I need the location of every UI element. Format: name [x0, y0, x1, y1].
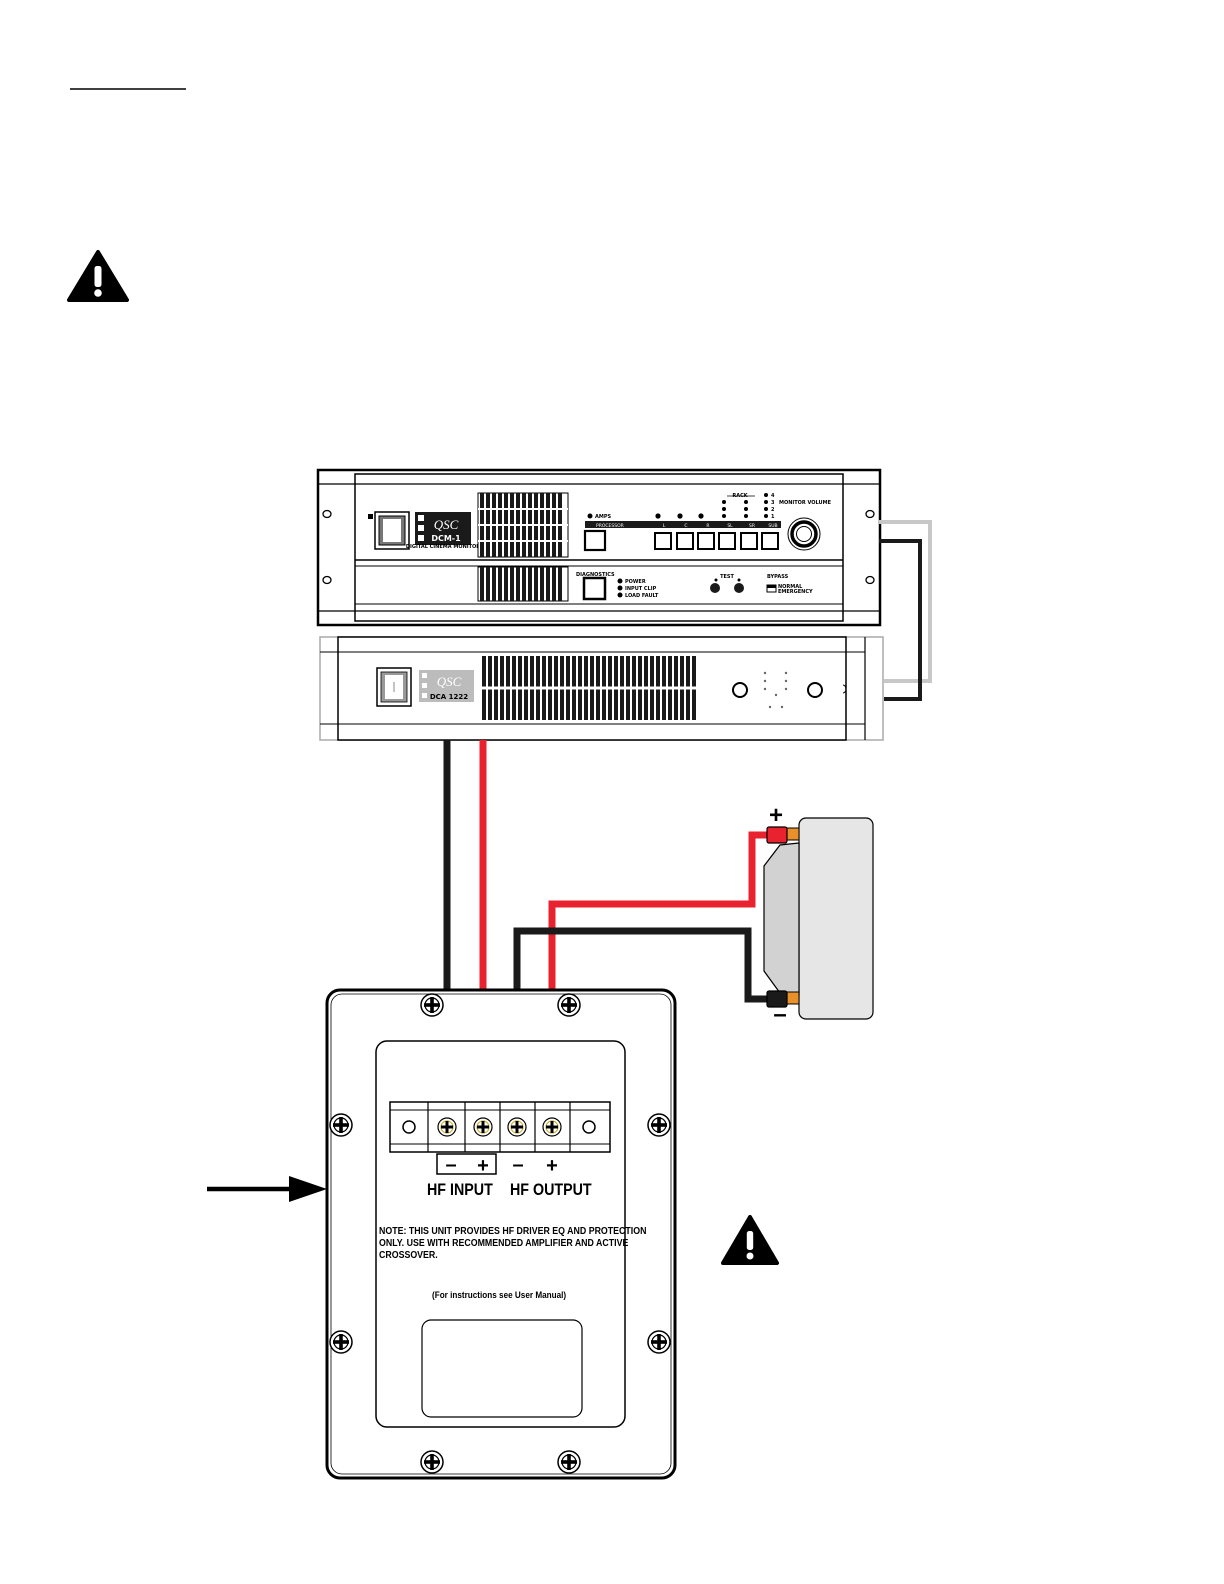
- diagnostics-button[interactable]: [582, 576, 607, 601]
- plate-screw: [329, 1330, 353, 1354]
- hf-input-polarity-box: [436, 1153, 497, 1175]
- amp-leds: [763, 671, 788, 709]
- driver-minus-sign: –: [773, 1001, 786, 1028]
- plate-screw: [420, 993, 444, 1017]
- amps-label: AMPS: [595, 514, 612, 520]
- terminal-input-negative: [437, 1117, 457, 1137]
- channel-sl-button[interactable]: [718, 532, 736, 550]
- dcm-logo: QSC: [434, 517, 459, 532]
- bypass-label: BYPASS: [767, 574, 789, 580]
- channel-sl-label: SL: [727, 523, 733, 529]
- arrow-right-icon: [207, 1176, 327, 1202]
- monitor-volume-knob[interactable]: [787, 517, 821, 551]
- plate-screw: [647, 1330, 671, 1354]
- hf-driver: [763, 817, 874, 1020]
- hf-output-label: HF OUTPUT: [510, 1181, 592, 1199]
- rack-level-1: 1: [771, 514, 775, 520]
- warning-icon: [67, 250, 129, 302]
- channel-r-label: R: [706, 523, 709, 529]
- warning-icon: [721, 1215, 779, 1265]
- dca-logo: QSC: [437, 674, 462, 689]
- gain-knob-right[interactable]: [807, 682, 823, 698]
- input-plus-label: +: [477, 1155, 489, 1177]
- dca-model: DCA 1222: [430, 693, 468, 701]
- channel-l-button[interactable]: [654, 532, 672, 550]
- rack-level-4: 4: [771, 493, 775, 499]
- gain-knob-left[interactable]: [732, 682, 748, 698]
- channel-c-label: C: [684, 523, 687, 529]
- channel-sub-label: SUB: [768, 523, 777, 529]
- channel-r-button[interactable]: [697, 532, 715, 550]
- plate-screw: [557, 1450, 581, 1474]
- output-minus-label: –: [512, 1154, 523, 1176]
- rack-level-3: 3: [771, 500, 775, 506]
- test-label: TEST: [720, 574, 734, 580]
- dcm-subtitle: DIGITAL CINEMA MONITOR: [406, 544, 480, 550]
- plate-screw: [557, 993, 581, 1017]
- channel-sr-button[interactable]: [740, 532, 758, 550]
- terminal-output-negative: [507, 1117, 527, 1137]
- channel-l-label: L: [663, 523, 666, 529]
- load-fault-led-label: LOAD FAULT: [625, 593, 659, 599]
- processor-button[interactable]: [583, 529, 607, 552]
- plate-screw: [329, 1113, 353, 1137]
- input-minus-label: –: [445, 1154, 456, 1176]
- note-line-1: NOTE: THIS UNIT PROVIDES HF DRIVER EQ AN…: [379, 1225, 646, 1237]
- note-line-3: CROSSOVER.: [379, 1249, 438, 1261]
- input-clip-led-label: INPUT CLIP: [625, 586, 657, 592]
- driver-positive-connector: [766, 826, 788, 844]
- bypass-emergency-label: EMERGENCY: [778, 589, 813, 595]
- test-button-right[interactable]: [734, 583, 744, 593]
- output-plus-label: +: [546, 1155, 558, 1177]
- channel-c-button[interactable]: [676, 532, 694, 550]
- driver-plus-sign: +: [769, 802, 783, 829]
- note-line-2: ONLY. USE WITH RECOMMENDED AMPLIFIER AND…: [379, 1237, 629, 1249]
- channel-sr-label: SR: [749, 523, 755, 529]
- label-window: [421, 1319, 583, 1418]
- channel-sub-button[interactable]: [761, 532, 779, 550]
- rack-level-2: 2: [771, 507, 775, 513]
- dcm-vents-top: [477, 492, 569, 558]
- hf-input-label: HF INPUT: [427, 1181, 493, 1199]
- rack-leds: [722, 493, 768, 518]
- crossover-plate: – + – + HF INPUT HF OUTPUT NOTE: THIS UN…: [325, 988, 677, 1480]
- signal-cables: [879, 520, 932, 701]
- dca-amplifier-unit: QSC DCA 1222: [319, 636, 884, 741]
- driver-negative-connector: [766, 990, 788, 1008]
- terminal-output-positive: [542, 1117, 562, 1137]
- terminal-strip: [389, 1101, 611, 1153]
- monitor-volume-label: MONITOR VOLUME: [779, 500, 832, 506]
- dcm-vents-bottom: [477, 566, 569, 602]
- test-button-left[interactable]: [710, 583, 720, 593]
- dca-vents: [482, 656, 700, 720]
- power-led-label: POWER: [625, 579, 646, 585]
- processor-label: PROCESSOR: [596, 523, 624, 529]
- instructions-label: (For instructions see User Manual): [432, 1289, 566, 1300]
- diagnostics-label: DIAGNOSTICS: [576, 572, 615, 578]
- terminal-input-positive: [473, 1117, 493, 1137]
- plate-screw: [420, 1450, 444, 1474]
- plate-screw: [647, 1113, 671, 1137]
- dcm-monitor-unit: QSC DCM-1 DIGITAL CINEMA MONITOR AMPS PR…: [316, 468, 882, 627]
- dcm-model: DCM-1: [431, 534, 461, 543]
- bypass-normal-label: NORMAL: [778, 584, 803, 590]
